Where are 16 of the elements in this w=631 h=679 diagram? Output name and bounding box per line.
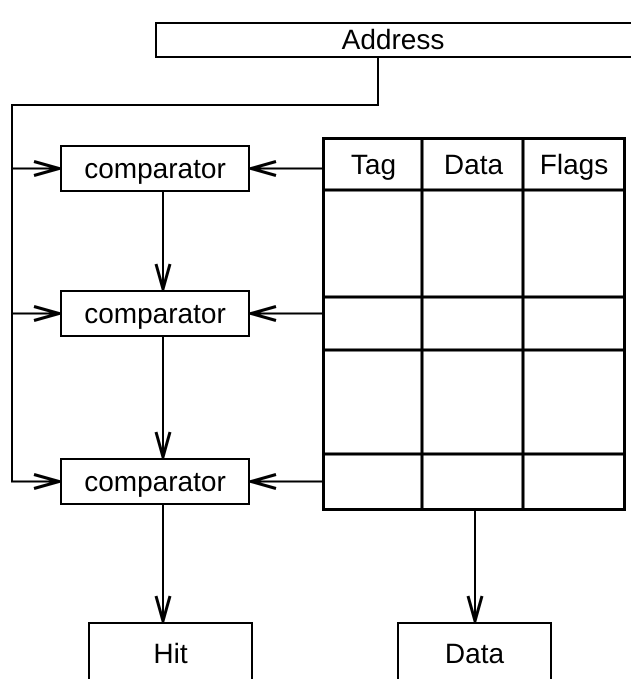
- arrow: [250, 305, 322, 322]
- arrow: [154, 337, 172, 458]
- arrow: [154, 192, 172, 290]
- comparator-box: comparator: [60, 290, 250, 337]
- arrow: [466, 511, 484, 622]
- output-box: Data: [397, 622, 552, 679]
- arrow: [250, 473, 322, 490]
- arrow: [250, 160, 322, 177]
- address-box: Address: [155, 22, 631, 58]
- column-header: Data: [442, 148, 504, 182]
- column-header: Tag: [350, 148, 398, 182]
- column-header: Flags: [538, 148, 610, 182]
- output-box: Hit: [88, 622, 253, 679]
- comparator-box: comparator: [60, 145, 250, 192]
- arrow: [154, 505, 172, 622]
- comparator-box: comparator: [60, 458, 250, 505]
